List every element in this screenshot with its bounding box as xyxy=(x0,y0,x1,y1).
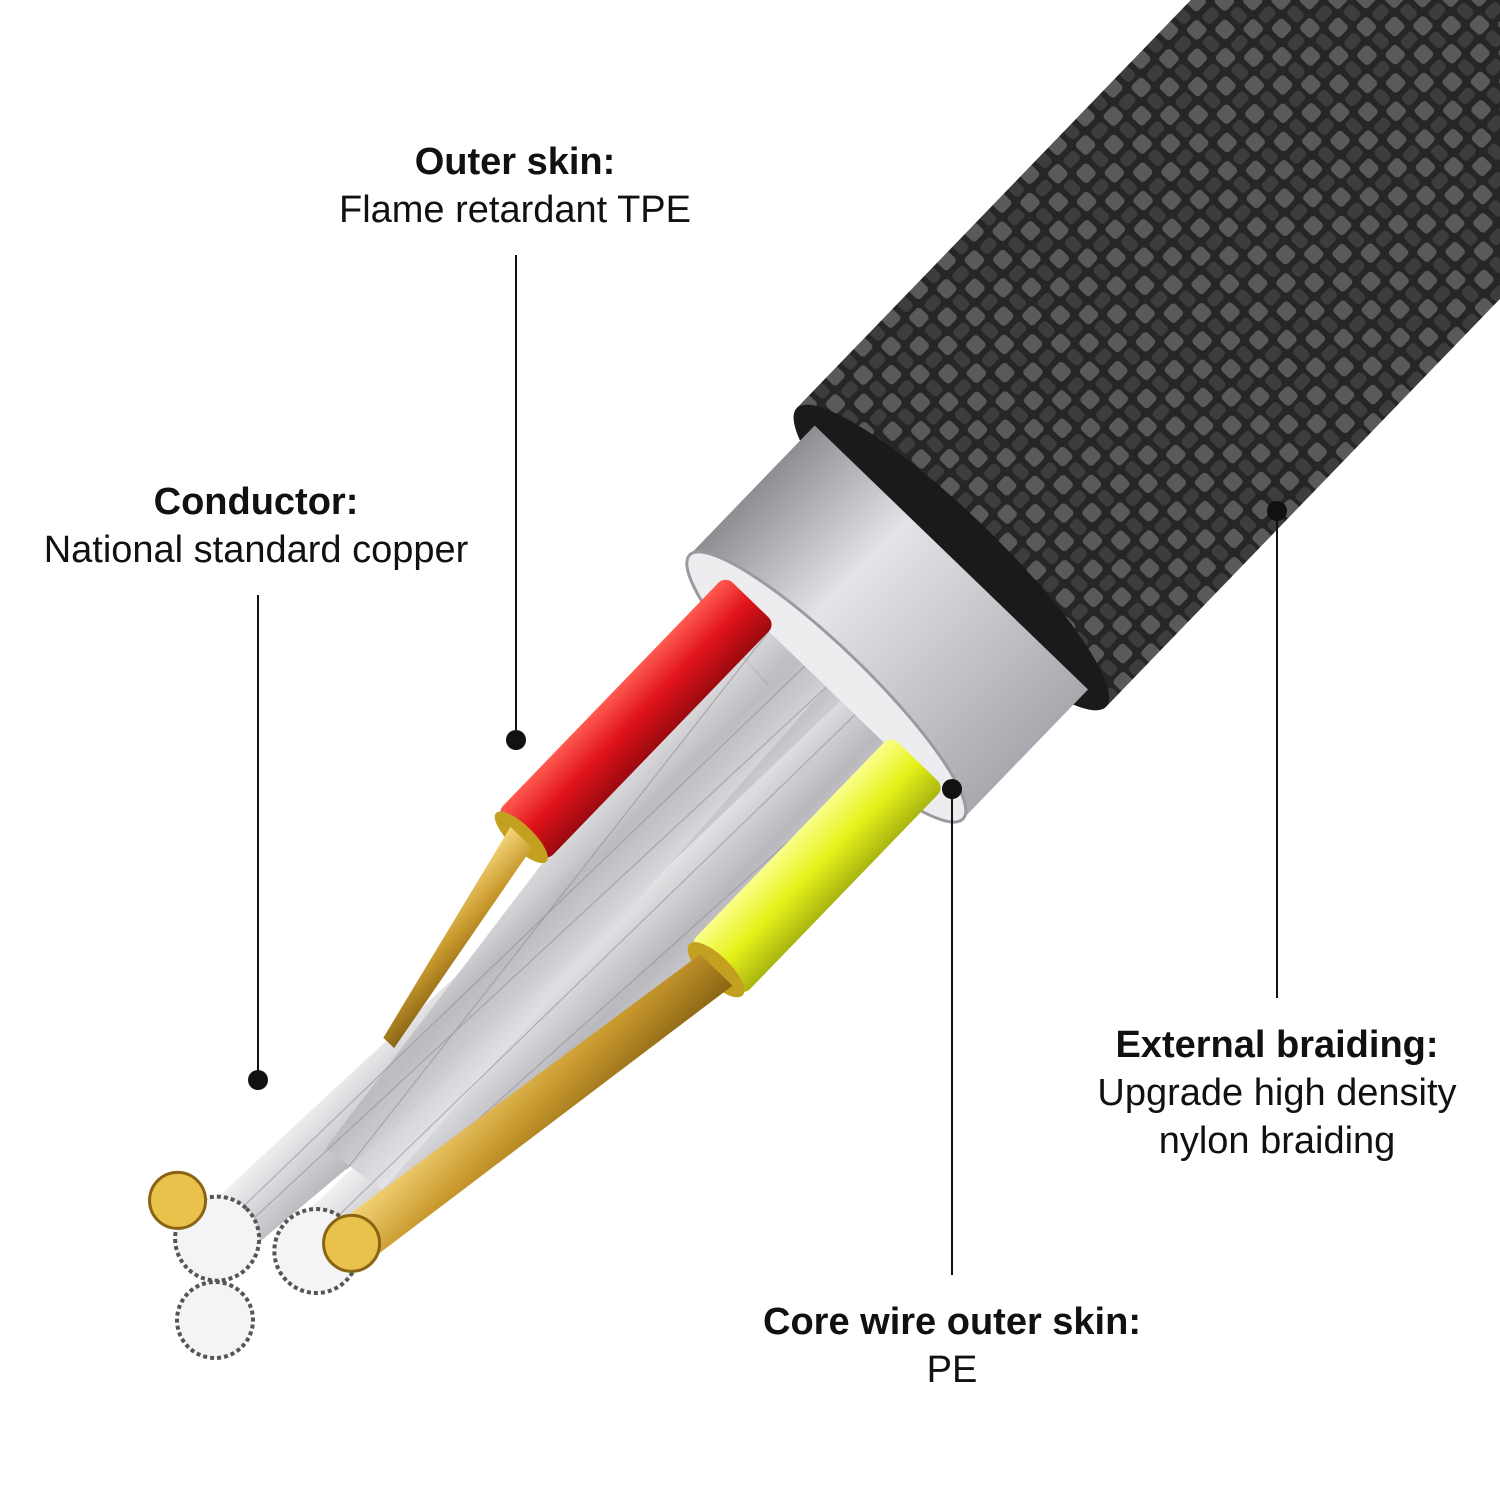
silver-strands xyxy=(195,603,935,1272)
external-braiding-marker xyxy=(1267,501,1287,521)
external-braiding-desc-2: nylon braiding xyxy=(1158,1120,1396,1162)
conductor-ends xyxy=(148,1170,382,1360)
outer-skin-leader xyxy=(515,255,517,740)
core-wire-marker xyxy=(942,779,962,799)
core-wire-leader xyxy=(951,788,953,1275)
outer-skin-callout: Outer skin: Flame retardant TPE xyxy=(339,138,691,234)
core-wire-title: Core wire outer skin: xyxy=(763,1301,1141,1343)
conductor-callout: Conductor: National standard copper xyxy=(44,478,469,574)
outer-skin-title: Outer skin: xyxy=(414,141,616,183)
yellow-wire xyxy=(333,739,941,1261)
external-braiding-leader xyxy=(1276,510,1278,998)
red-wire xyxy=(383,579,772,1049)
outer-skin-desc: Flame retardant TPE xyxy=(338,189,692,231)
conductor-title: Conductor: xyxy=(153,481,359,523)
conductor-leader xyxy=(257,595,259,1080)
external-braiding-desc-1: Upgrade high density xyxy=(1097,1072,1457,1114)
outer-skin-marker xyxy=(506,730,526,750)
external-braiding-callout: External braiding: Upgrade high density … xyxy=(1097,1021,1456,1165)
conductor-marker xyxy=(248,1070,268,1090)
external-braiding-title: External braiding: xyxy=(1115,1024,1439,1066)
conductor-desc: National standard copper xyxy=(43,529,469,571)
core-wire-desc: PE xyxy=(926,1349,978,1391)
core-wire-callout: Core wire outer skin: PE xyxy=(763,1298,1141,1394)
